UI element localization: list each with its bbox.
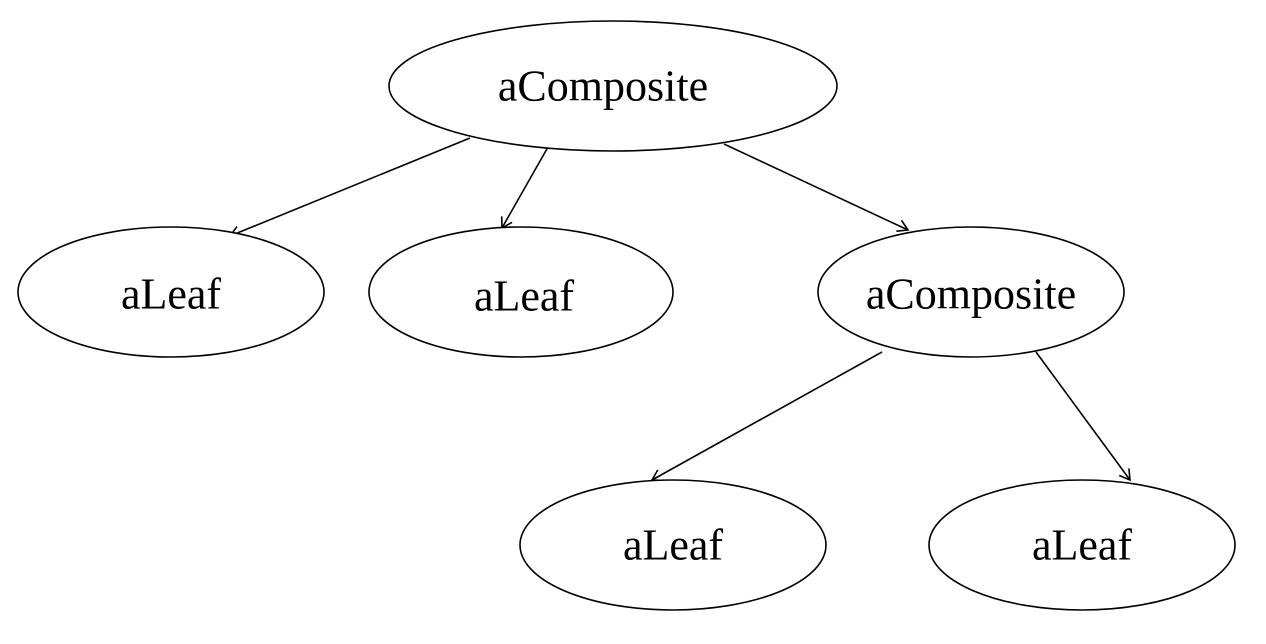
edge-root-to-leaf2 bbox=[500, 146, 549, 230]
node-leaf-4-label: aLeaf bbox=[1032, 521, 1132, 570]
node-leaf-1: aLeaf bbox=[17, 226, 325, 358]
node-composite-2: aComposite bbox=[817, 226, 1125, 358]
node-leaf-4: aLeaf bbox=[928, 479, 1236, 611]
node-leaf-2-label: aLeaf bbox=[474, 272, 574, 321]
edge-composite2-to-leaf3 bbox=[650, 351, 883, 482]
node-composite-2-label: aComposite bbox=[866, 270, 1076, 319]
node-leaf-2: aLeaf bbox=[368, 226, 674, 358]
node-root-label: aComposite bbox=[498, 62, 708, 111]
edge-composite2-to-leaf4 bbox=[1035, 351, 1131, 482]
node-leaf-1-label: aLeaf bbox=[121, 270, 221, 319]
node-leaf-3-label: aLeaf bbox=[623, 521, 723, 570]
node-leaf-3: aLeaf bbox=[519, 479, 827, 611]
edge-root-to-composite2 bbox=[723, 143, 910, 232]
node-root-composite: aComposite bbox=[388, 20, 838, 152]
edge-root-to-leaf1 bbox=[228, 137, 471, 239]
